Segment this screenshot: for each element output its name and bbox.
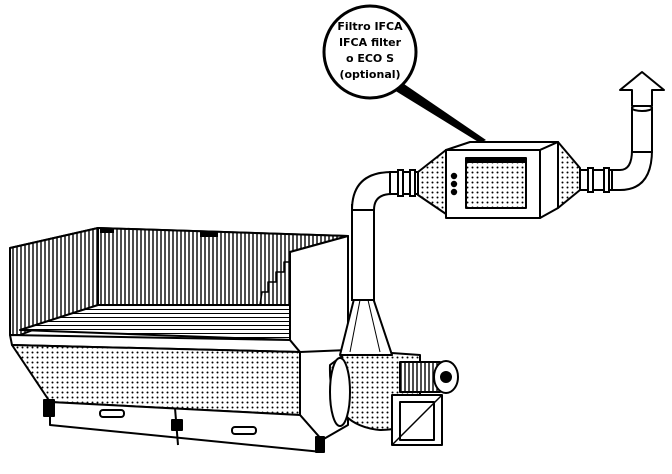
filter-window — [465, 159, 527, 209]
ifca-filter-unit — [417, 141, 581, 219]
up-arrow-icon — [619, 71, 665, 107]
filter-hood-left — [417, 149, 447, 215]
extraction-fan — [328, 294, 459, 446]
duct-elbow-right — [611, 149, 654, 191]
callout-bubble — [322, 4, 418, 100]
downdraft-table — [9, 227, 349, 453]
filter-hood-right — [557, 141, 581, 209]
drawer-handle-left — [99, 409, 125, 418]
table-right-panel — [289, 235, 349, 363]
filter-callout: Filtro IFCA IFCA filter o ECO S (optiona… — [322, 4, 486, 143]
filter-box-side — [539, 141, 559, 219]
table-right-inner — [259, 261, 290, 306]
callout-line-4: (optional) — [339, 68, 400, 81]
callout-line-3: o ECO S — [346, 52, 394, 65]
callout-line-2: IFCA filter — [339, 36, 402, 49]
fan-inlet — [329, 357, 351, 427]
filter-indicator-3 — [450, 188, 458, 196]
duct-system — [350, 104, 654, 301]
filter-indicator-1 — [450, 172, 458, 180]
callout-pointer — [394, 84, 486, 143]
callout-line-1: Filtro IFCA — [337, 20, 403, 33]
duct-elbow-left — [350, 170, 393, 211]
duct-riser — [351, 204, 375, 301]
duct-outlet-vertical — [631, 107, 653, 153]
drawer-handle-right — [231, 426, 257, 435]
filter-indicator-2 — [450, 180, 458, 188]
